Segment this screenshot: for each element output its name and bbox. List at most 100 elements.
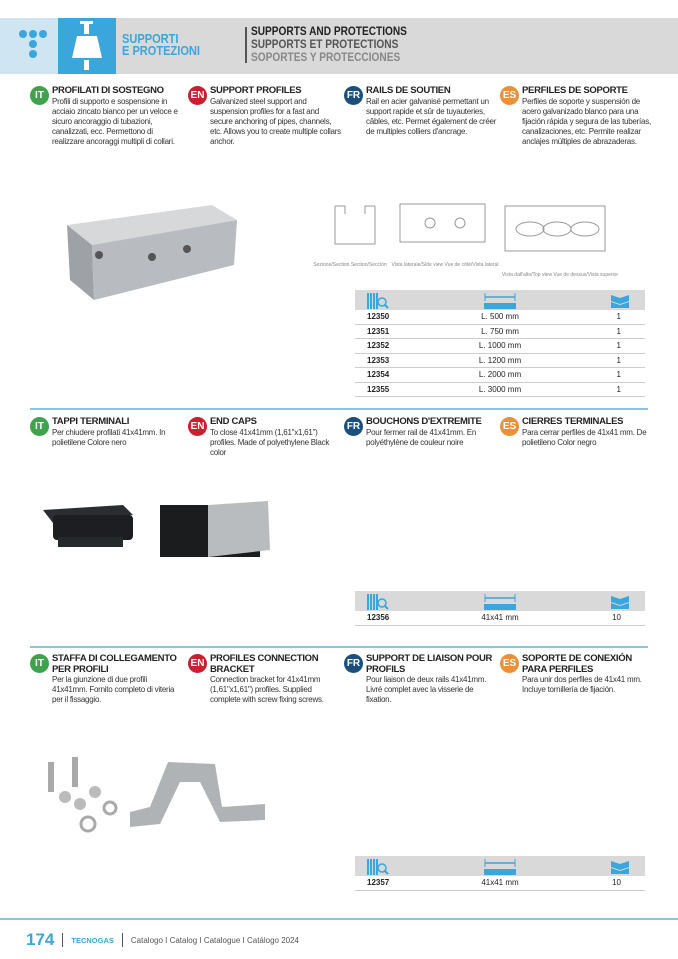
product-title: BOUCHONS D'EXTREMITE [366, 416, 482, 427]
pack-quantity: 1 [616, 384, 621, 394]
catalog-label: Catalogo I Catalog I Catalogue I Catálog… [130, 935, 300, 945]
product-code: 12356 [367, 613, 390, 622]
product-description: Connection bracket for 41x41mm (1,61"x1,… [210, 675, 324, 705]
brand-name: TECNOGAS [71, 935, 114, 945]
divider [245, 27, 247, 63]
section-divider [30, 408, 648, 410]
package-icon [611, 861, 629, 874]
product-title: RAILS DE SOUTIEN [366, 85, 451, 96]
page-number: 174 [26, 930, 55, 949]
product-description: Profili di supporto e sospensione in acc… [52, 96, 178, 147]
product-size: L. 3000 mm [478, 384, 522, 394]
product-description: Perfiles de soporte y suspensión de acer… [522, 96, 651, 147]
category-icon [58, 18, 116, 74]
product-title: END CAPS [210, 416, 257, 427]
logo-area [0, 18, 58, 74]
product-code: 12350 [367, 312, 390, 321]
product-description: Per chiudere profilati 41x41mm. In polie… [52, 427, 166, 447]
product-description: Galvanized steel support and suspension … [210, 96, 341, 147]
title-fr: SUPPORTS ET PROTECTIONS [251, 39, 399, 51]
length-icon [484, 594, 516, 610]
code-icon [367, 293, 389, 309]
connection-bracket-image [48, 757, 265, 833]
product-title: STAFFA DI COLLEGAMENTO PER PROFILI [52, 653, 177, 675]
header-band [0, 18, 678, 74]
product-title: SUPPORT PROFILES [210, 85, 302, 96]
package-icon [611, 596, 629, 609]
product-size: L. 1000 mm [478, 341, 522, 350]
lang-badge-icon: EN [188, 654, 207, 673]
code-icon [367, 594, 389, 610]
product-table: 12356 41x41 mm 10 [355, 591, 645, 626]
pack-quantity: 1 [616, 341, 621, 350]
product-code: 12354 [367, 370, 390, 379]
code-icon [367, 859, 389, 875]
lang-badge-icon: ES [500, 654, 519, 673]
section-titles: SUPPORTS AND PROTECTIONS SUPPORTS ET PRO… [251, 26, 407, 65]
pack-quantity: 1 [616, 355, 621, 365]
product-size: L. 500 mm [481, 312, 519, 321]
lang-badge-icon: FR [344, 654, 363, 673]
support-profile-image [67, 205, 237, 300]
lang-badge-icon: ES [500, 417, 519, 436]
product-code: 12352 [367, 341, 390, 350]
product-description: Para cerrar perfiles de 41x41 mm. De pol… [522, 427, 647, 447]
product-code: 12353 [367, 355, 390, 365]
product-description: Per la giunzione di due profili 41x41mm.… [52, 675, 175, 705]
lang-badge-icon: IT [30, 86, 49, 105]
product-code: 12351 [367, 326, 390, 336]
table-row: 12350 L. 500 mm 1 [355, 310, 645, 325]
product-title: PERFILES DE SOPORTE [522, 85, 628, 96]
drawing-caption: Vista laterale/Side view Vue de côté/Vis… [392, 262, 499, 268]
pack-quantity: 1 [616, 370, 621, 379]
drawing-caption: Sezione/Section Section/Sección [313, 262, 387, 268]
package-icon [611, 295, 629, 308]
lang-badge-icon: FR [344, 417, 363, 436]
product-description: Pour liaison de deux rails 41x41mm. Livr… [366, 675, 487, 705]
length-icon [484, 293, 516, 309]
lang-badge-icon: EN [188, 417, 207, 436]
product-size: 41x41 mm [481, 878, 519, 887]
pack-quantity: 10 [612, 613, 621, 622]
product-description: Para unir dos perfiles de 41x41 mm. Incl… [522, 675, 642, 695]
footer-divider [0, 918, 678, 920]
product-code: 12357 [367, 878, 390, 887]
title-es: SOPORTES Y PROTECCIONES [251, 52, 401, 64]
table-row: 12352 L. 1000 mm 1 [355, 339, 645, 354]
technical-drawing: Sezione/Section Section/Sección Vista la… [313, 203, 619, 278]
lang-badge-icon: IT [30, 654, 49, 673]
product-size: L. 2000 mm [478, 370, 522, 379]
end-caps-image [43, 501, 270, 557]
product-description: To close 41x41mm (1,61"x1,61") profiles.… [210, 427, 330, 457]
table-header [355, 290, 645, 310]
product-title: CIERRES TERMINALES [522, 416, 624, 427]
drawing-caption: Vista dall'alto/Top view Vue de dessus/V… [502, 272, 619, 278]
pack-quantity: 1 [616, 312, 621, 321]
table-row: 12356 41x41 mm 10 [355, 611, 645, 626]
product-description: Rail en acier galvanisé permettant un su… [366, 96, 497, 137]
product-size: 41x41 mm [481, 613, 519, 622]
product-title: PROFILES CONNECTION BRACKET [210, 653, 319, 675]
length-icon [484, 859, 516, 875]
lang-badge-icon: FR [344, 86, 363, 105]
pack-quantity: 1 [616, 326, 621, 336]
lang-badge-icon: ES [500, 86, 519, 105]
title-en: SUPPORTS AND PROTECTIONS [251, 26, 407, 38]
lang-badge-icon: EN [188, 86, 207, 105]
footer: 174 TECNOGAS Catalogo I Catalog I Catalo… [26, 930, 299, 950]
product-title: TAPPI TERMINALI [52, 416, 130, 427]
